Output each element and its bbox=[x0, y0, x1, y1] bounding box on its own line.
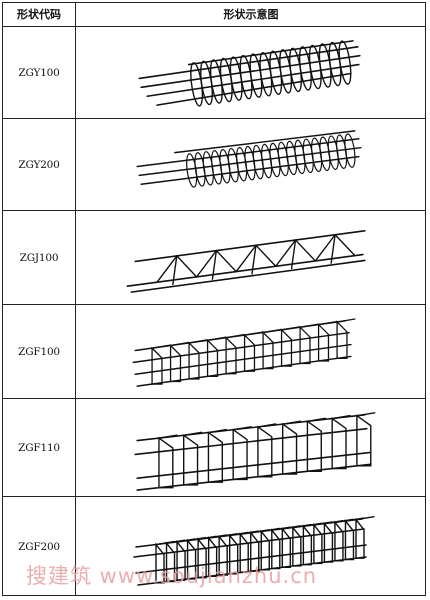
table-row: ZGJ100 bbox=[3, 211, 425, 305]
spiral-cage-light-icon bbox=[136, 130, 362, 188]
square-frame-cage-wide-icon bbox=[134, 412, 376, 491]
shape-figure bbox=[76, 305, 427, 398]
header-figure: 形状示意图 bbox=[223, 8, 279, 21]
column-divider bbox=[75, 3, 76, 595]
square-frame-cage-icon bbox=[132, 318, 356, 387]
watermark-text: 搜建筑 www.soujianzhu.cn bbox=[26, 564, 318, 588]
table-row: ZGF110 bbox=[3, 399, 425, 497]
dense-frame-cage-icon bbox=[133, 516, 375, 586]
shape-code: ZGY200 bbox=[18, 158, 60, 171]
shape-code: ZGY100 bbox=[18, 66, 60, 79]
header-code: 形状代码 bbox=[17, 8, 61, 21]
table-row: ZGY200 bbox=[3, 119, 425, 211]
shape-code: ZGF100 bbox=[18, 345, 60, 358]
shape-code-table: 形状代码 形状示意图 ZGY100 ZGY200 bbox=[2, 2, 426, 596]
spiral-cage-dense-icon bbox=[138, 40, 361, 107]
shape-code: ZGF110 bbox=[18, 441, 60, 454]
shape-figure bbox=[76, 119, 427, 210]
shape-code: ZGJ100 bbox=[19, 251, 59, 264]
shape-figure bbox=[76, 497, 427, 597]
table-row: ZGF100 bbox=[3, 305, 425, 399]
table-row: ZGF200 bbox=[3, 497, 425, 597]
shape-code: ZGF200 bbox=[18, 541, 60, 553]
shape-figure bbox=[76, 27, 427, 118]
shape-figure bbox=[76, 399, 427, 496]
table-header: 形状代码 形状示意图 bbox=[3, 3, 425, 27]
table-row: ZGY100 bbox=[3, 27, 425, 119]
shape-figure bbox=[76, 211, 427, 304]
truss-triangle-icon bbox=[126, 229, 366, 293]
